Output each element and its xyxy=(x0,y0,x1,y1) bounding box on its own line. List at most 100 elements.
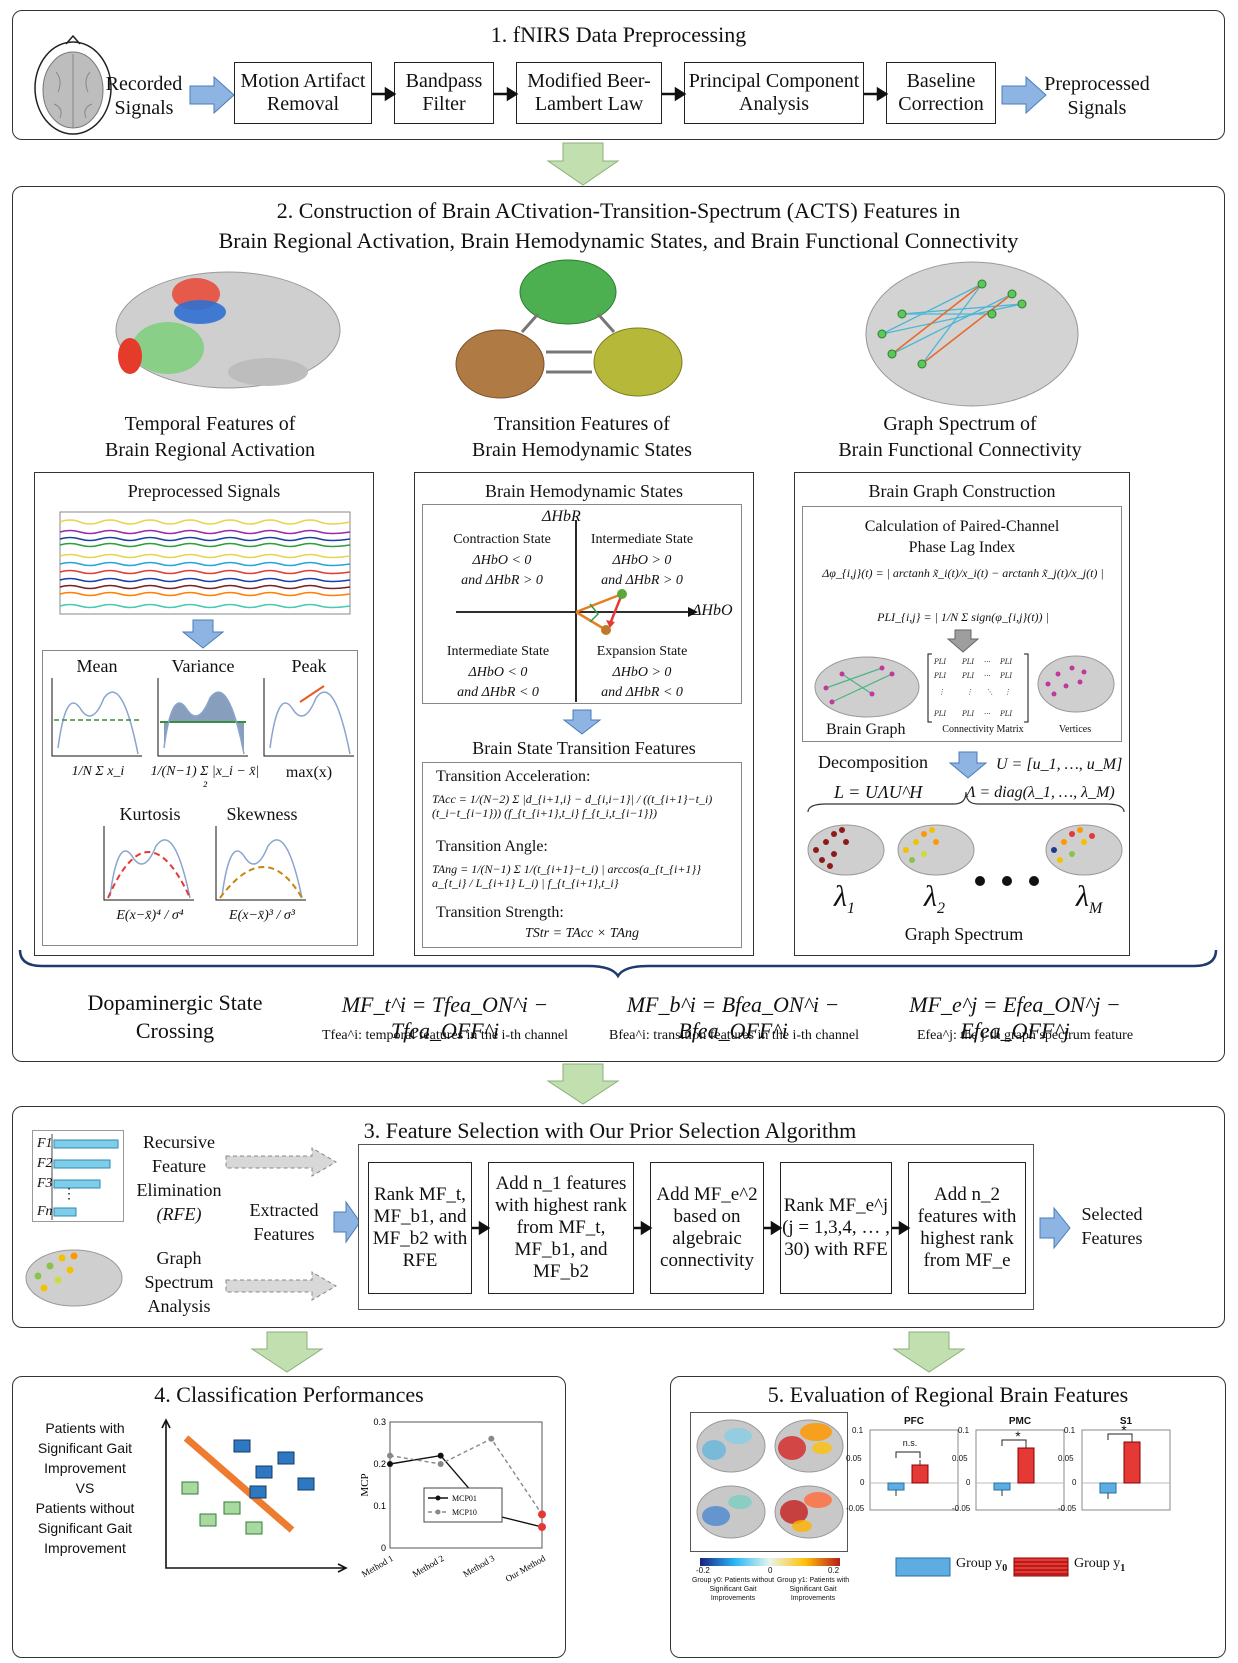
data-point xyxy=(437,1461,444,1467)
svg-text:⋮: ⋮ xyxy=(966,688,973,696)
step-rank-mfe: Rank MF_e^j (j = 1,3,4, … , 30) with RFE xyxy=(780,1162,892,1294)
q-bl-state: Intermediate State xyxy=(446,644,550,659)
gsa-line-2: Spectrum xyxy=(144,1272,214,1292)
svg-text:PLI: PLI xyxy=(933,672,946,680)
pca-box: Principal Component Analysis xyxy=(684,62,864,124)
col2-heading-2: Brain Hemodynamic States xyxy=(472,439,692,461)
preprocessed-signals-label: Preprocessed Signals xyxy=(1044,73,1150,119)
spectrum-brain-1 xyxy=(807,824,885,876)
kurtosis-label: Kurtosis xyxy=(119,804,181,824)
legend-label: MCP01 xyxy=(452,1494,477,1503)
hemodynamic-states-brains-image xyxy=(455,259,683,399)
extracted-line-1: Extracted xyxy=(249,1200,319,1220)
gsa-line-1: Graph xyxy=(156,1248,202,1268)
s1-ytick-1: 0.1 xyxy=(1064,1426,1076,1435)
group0-brain-maps xyxy=(696,1419,766,1539)
down-arrow-icon xyxy=(250,1331,324,1373)
svg-text:PLI: PLI xyxy=(933,710,946,718)
rfe-line-4: (RFE) xyxy=(156,1204,202,1224)
crossing-line-1: Dopaminergic State xyxy=(87,990,263,1015)
pfc-bar-chart xyxy=(869,1429,959,1511)
lambda-m: λM xyxy=(1076,880,1103,917)
ellipsis-dots xyxy=(975,876,1039,886)
improvement-2: Improvement xyxy=(44,1540,126,1556)
data-point xyxy=(488,1435,495,1442)
variance-label: Variance xyxy=(171,656,235,676)
sig-gait-1: Significant Gait xyxy=(37,1440,133,1456)
cb-left-label: Group y0: Patients without Significant G… xyxy=(691,1577,775,1602)
skewness-formula: E(x−x̄)³ / σ³ xyxy=(229,908,295,923)
def-t: Tfea^i: temporal features in the i-th ch… xyxy=(321,1028,569,1043)
str-formula: TStr = TAcc × TAng xyxy=(524,926,640,941)
eq-mf-b: MF_b^i = Bfea_ON^i − Bfea_OFF^i xyxy=(626,992,840,1043)
motion-artifact-box: Motion Artifact Removal xyxy=(234,62,372,124)
cb-right-label: Group y1: Patients with Significant Gait… xyxy=(776,1577,850,1602)
svg-text:···: ··· xyxy=(984,658,991,666)
arrow-right-icon xyxy=(189,75,235,115)
pfc-ns: n.s. xyxy=(902,1438,918,1448)
decomposition-label: Decomposition xyxy=(818,752,928,772)
x-tick-label: Method 2 xyxy=(411,1553,446,1579)
graph-spectrum-label: Graph Spectrum xyxy=(904,924,1024,944)
arrow-right-icon xyxy=(333,1200,361,1244)
q-br-hbr: and ΔHbR < 0 xyxy=(601,685,683,700)
pmc-ytick-4: -0.05 xyxy=(952,1504,971,1513)
acc-formula: TAcc = 1/(N−2) Σ |d_{i+1,i} − d_{i,i−1}|… xyxy=(432,792,713,820)
selection-step-arrows xyxy=(472,1220,911,1236)
q-br-state: Expansion State xyxy=(596,644,688,659)
legend-group0-swatch xyxy=(895,1557,951,1577)
q-bl-hbr: and ΔHbR < 0 xyxy=(457,685,539,700)
down-arrow-icon xyxy=(546,1063,620,1105)
brain-graph-construction-title: Brain Graph Construction xyxy=(868,481,1056,501)
data-point xyxy=(538,1510,546,1519)
svg-text:PLI: PLI xyxy=(999,658,1012,666)
def-e: Efea^j: the j-th graph spectrum feature xyxy=(916,1028,1134,1043)
state-quadrant-box xyxy=(422,504,742,704)
data-point xyxy=(538,1523,546,1531)
pmc-bar-chart xyxy=(975,1429,1065,1511)
step-rank-rfe: Rank MF_t, MF_b1, and MF_b2 with RFE xyxy=(368,1162,472,1294)
y-axis-label: MCP xyxy=(359,1473,371,1496)
s1-ytick-4: -0.05 xyxy=(1058,1504,1077,1513)
acc-label: Transition Acceleration: xyxy=(436,768,591,785)
s1-ytick-2: 0.05 xyxy=(1058,1454,1074,1463)
eq-u: U = [u_1, …, u_M] xyxy=(996,756,1123,773)
pfc-ytick-2: 0.05 xyxy=(846,1454,862,1463)
svg-text:⋮: ⋮ xyxy=(1004,688,1011,696)
series-line-MCP01 xyxy=(389,1454,543,1528)
spectrum-bracket xyxy=(807,791,1125,813)
spectrum-brain-m xyxy=(1045,824,1123,876)
series-line-MCP10 xyxy=(389,1437,543,1515)
q-tl-state: Contraction State xyxy=(453,532,551,547)
peak-curve xyxy=(263,678,354,757)
gsa-brain-image xyxy=(25,1249,123,1307)
legend-box xyxy=(423,1487,503,1523)
crossing-line-2: Crossing xyxy=(135,1018,215,1043)
x-tick-label: Method 3 xyxy=(461,1553,497,1579)
legend-group1-label: Group y1 xyxy=(1074,1556,1126,1574)
rfe-line-2: Feature xyxy=(152,1156,206,1176)
svg-text:PLI: PLI xyxy=(933,658,946,666)
panel1-title: 1. fNIRS Data Preprocessing xyxy=(490,22,747,47)
brain-graph-image xyxy=(814,656,920,718)
legend-marker xyxy=(435,1495,441,1501)
transition-formulas-box xyxy=(422,762,742,948)
bar-label-f1: F1 xyxy=(37,1136,53,1151)
arrow-right-icon xyxy=(1039,1206,1071,1250)
down-arrow-icon xyxy=(546,142,620,186)
peak-label: Peak xyxy=(291,656,327,676)
panel3-title: 3. Feature Selection with Our Prior Sele… xyxy=(363,1118,857,1143)
down-arrow-icon xyxy=(181,619,225,649)
svg-text:⋮: ⋮ xyxy=(938,688,945,696)
bandpass-box: Bandpass Filter xyxy=(394,62,494,124)
pfc-ytick-4: -0.05 xyxy=(846,1504,865,1513)
pfc-ytick-3: 0 xyxy=(860,1478,865,1487)
beer-lambert-box: Modified Beer-Lambert Law xyxy=(516,62,662,124)
large-brace xyxy=(18,949,1218,979)
data-point xyxy=(437,1452,444,1459)
svg-text:PLI: PLI xyxy=(961,710,974,718)
preprocessed-signals-title: Preprocessed Signals xyxy=(127,481,281,501)
lambda-1: λ1 xyxy=(834,880,855,917)
legend-marker xyxy=(435,1509,441,1515)
y-tick-label: 0.2 xyxy=(373,1459,386,1469)
